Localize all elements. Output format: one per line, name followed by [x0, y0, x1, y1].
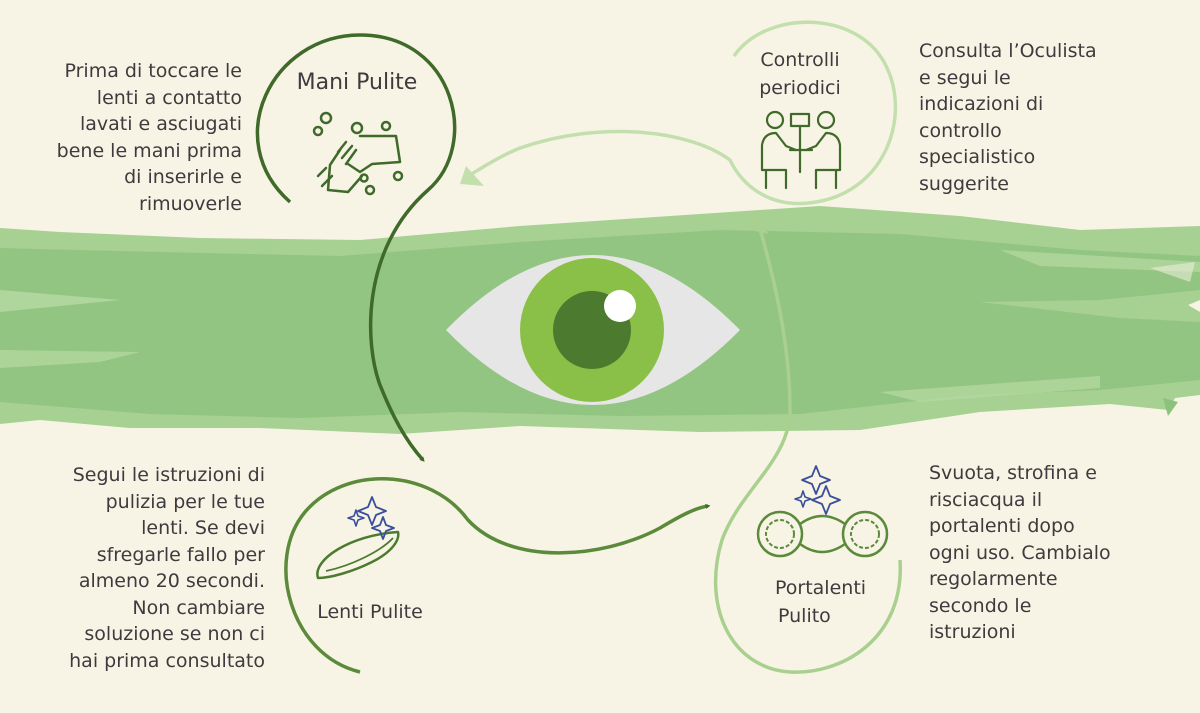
description-line: Segui le istruzioni di — [72, 464, 265, 486]
step-title-mani-pulite: Mani Pulite — [296, 70, 418, 95]
description-line: Consulta l’Oculista — [919, 40, 1097, 62]
description-line: controllo — [919, 119, 1002, 142]
description-line: rimuoverle — [139, 192, 242, 215]
description-line: soluzione se non ci — [84, 623, 265, 645]
dark-cycle-arrow — [255, 33, 457, 462]
description-line: regolarmente — [929, 568, 1058, 590]
step-title-controlli-periodici: Controlli periodici — [740, 46, 860, 102]
description-line: hai prima consultato — [69, 649, 265, 672]
title-line: Pulito — [778, 605, 831, 627]
description-line: suggerite — [919, 172, 1009, 195]
description-line: Svuota, strofina e — [929, 462, 1097, 484]
controlli-arrowhead — [460, 166, 484, 186]
description-line: lavati e asciugati — [79, 113, 242, 135]
description-line: bene le mani prima — [56, 139, 242, 162]
lenti-circle-arrow — [284, 477, 711, 674]
step-title-lenti-pulite: Lenti Pulite — [317, 601, 423, 623]
title-line: periodici — [759, 77, 841, 99]
lens-case-icon — [756, 465, 889, 558]
step-description-portalenti-pulito: Svuota, strofina e risciacqua il portale… — [929, 460, 1179, 646]
description-line: pulizia per le tue — [105, 490, 265, 513]
description-line: risciacqua il — [929, 488, 1043, 511]
description-line: specialistico — [919, 146, 1036, 168]
description-line: istruzioni — [929, 621, 1016, 643]
description-line: lenti a contatto — [96, 86, 242, 109]
title-line: Portalenti — [775, 577, 867, 599]
doctor-consultation-icon — [760, 110, 842, 190]
description-line: portalenti dopo — [929, 515, 1075, 537]
step-description-lenti-pulite: Segui le istruzioni di pulizia per le tu… — [20, 462, 265, 674]
step-title-portalenti-pulito: Portalenti Pulito — [760, 574, 880, 630]
description-line: secondo le — [929, 594, 1032, 617]
description-line: e segui le — [919, 66, 1011, 89]
description-line: Prima di toccare le — [64, 60, 243, 82]
step-description-controlli-periodici: Consulta l’Oculista e segui le indicazio… — [919, 38, 1169, 197]
portalenti-arrowhead — [744, 212, 768, 234]
eye-icon — [446, 255, 740, 405]
washing-hands-icon — [312, 111, 404, 196]
description-line: sfregarle fallo per — [96, 543, 265, 566]
controlli-circle-path — [467, 20, 898, 206]
description-line: di inserirle e — [124, 166, 242, 188]
description-line: ogni uso. Cambialo — [929, 541, 1111, 564]
portalenti-circle-path — [713, 221, 902, 674]
title-line: Controlli — [760, 49, 840, 71]
description-line: lenti. Se devi — [141, 517, 265, 539]
step-description-mani-pulite: Prima di toccare le lenti a contatto lav… — [24, 58, 242, 217]
description-line: almeno 20 secondi. — [78, 570, 265, 592]
description-line: Non cambiare — [132, 596, 265, 619]
description-line: indicazioni di — [919, 93, 1044, 115]
contact-lens-icon — [316, 496, 400, 580]
